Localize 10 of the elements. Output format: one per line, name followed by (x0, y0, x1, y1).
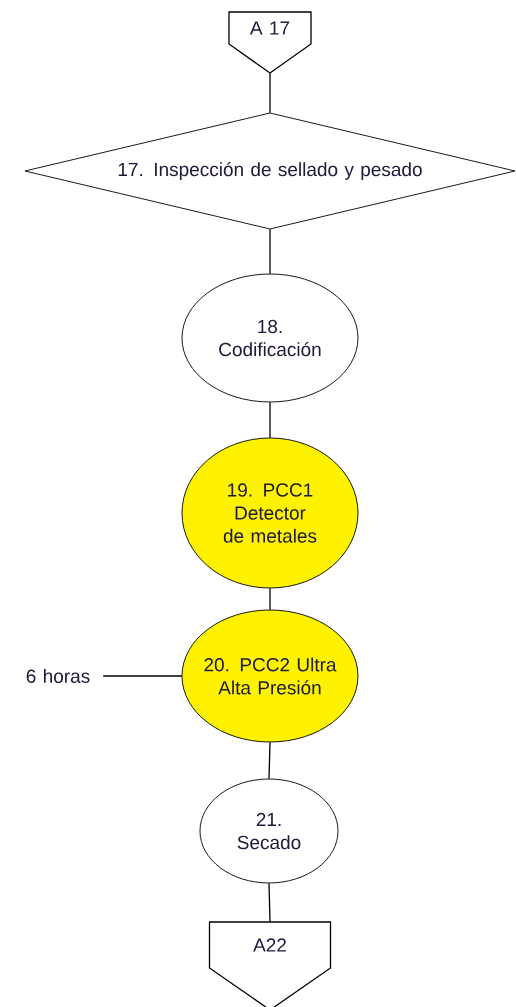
connector-line (269, 587, 271, 611)
connector-line (268, 741, 271, 780)
connector-line (269, 401, 271, 439)
off-page-connector: A 17 (228, 11, 312, 74)
connector-line (268, 882, 271, 923)
connector-line (102, 675, 183, 677)
duration-label: 6 horas (26, 669, 90, 683)
connector-line (269, 72, 271, 114)
connector-line (269, 228, 271, 275)
off-page-connector: A22 (208, 921, 332, 1007)
